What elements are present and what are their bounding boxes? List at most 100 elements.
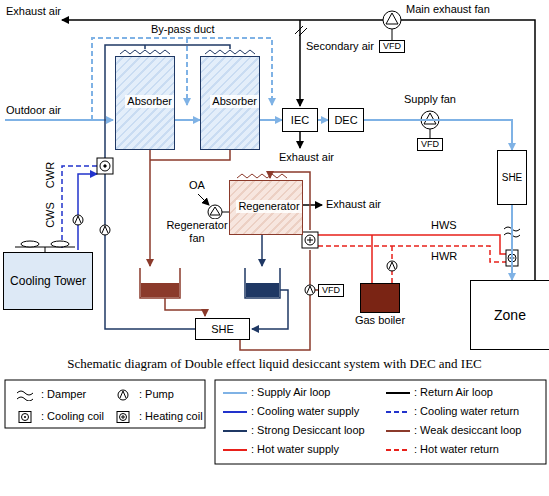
strong-desiccant-line xyxy=(144,45,146,49)
legend-swatch xyxy=(386,430,410,432)
legend-text: : Hot water supply xyxy=(251,443,339,456)
legend-text: : Damper xyxy=(41,388,86,401)
legend-symbol xyxy=(386,411,410,413)
weak-desiccant-line xyxy=(149,150,151,266)
node-text: VFD xyxy=(322,285,340,296)
supply-air-line xyxy=(5,119,113,121)
legend-swatch xyxy=(223,449,247,451)
legend-symbol xyxy=(110,411,136,423)
return-air-line xyxy=(295,26,307,36)
legend-text: : Weak desiccant loop xyxy=(414,424,521,437)
pump-symbol xyxy=(389,262,395,269)
supply-air-connector xyxy=(511,205,513,280)
text-label: Exhaust air xyxy=(5,5,62,18)
legend-text: : Strong Desiccant loop xyxy=(251,424,365,437)
regenerator-box: Regenerator xyxy=(229,180,302,235)
return-air-line xyxy=(299,132,301,148)
cooling-coil-symbol xyxy=(97,158,113,174)
spray-nozzle xyxy=(237,174,287,178)
legend-symbol xyxy=(12,411,38,423)
legend-text: : Pump xyxy=(139,388,174,401)
fan-symbol xyxy=(392,29,393,40)
pump-symbol xyxy=(73,215,83,225)
pump-symbol xyxy=(305,285,315,295)
heat-exchanger-box: SHE xyxy=(195,318,250,340)
text-label: HWR xyxy=(430,250,458,263)
text-label: CWR xyxy=(44,161,57,189)
pump-symbol xyxy=(387,261,397,271)
text-label: OA xyxy=(188,179,206,192)
supply-air-connector xyxy=(175,119,200,121)
fan-symbol xyxy=(210,207,220,215)
legend-swatch xyxy=(222,444,248,456)
supply-air-connector xyxy=(260,119,282,121)
legend-swatch xyxy=(223,411,247,413)
heating-coil-symbol xyxy=(305,235,315,245)
pump-symbol xyxy=(75,216,81,223)
text-label: Exhaust air xyxy=(325,198,382,211)
legend-swatch xyxy=(223,430,247,432)
return-air-line xyxy=(62,20,535,280)
legend-swatch xyxy=(222,387,248,399)
legend-symbol xyxy=(120,414,127,421)
spray-nozzle xyxy=(205,50,255,54)
text-label: Supply fan xyxy=(403,93,457,106)
legend-symbol xyxy=(117,412,129,423)
return-air-line xyxy=(198,194,209,205)
legend-frame xyxy=(215,380,546,464)
node-text: Absorber xyxy=(125,95,174,108)
legend-text: : Return Air loop xyxy=(414,386,493,399)
legend-swatch xyxy=(385,387,411,399)
text-label: CWS xyxy=(44,201,57,229)
node-text: Gas boiler xyxy=(355,314,405,327)
legend-swatch xyxy=(222,406,248,418)
node-text: Zone xyxy=(494,307,526,323)
text-label: Secondary air xyxy=(305,40,375,53)
desiccant-tank xyxy=(140,268,180,298)
legend-symbol xyxy=(110,389,136,401)
tower-fan xyxy=(15,241,75,252)
weak-desiccant-line xyxy=(240,250,310,350)
legend-symbol xyxy=(22,414,29,421)
spray-nozzle xyxy=(120,50,170,54)
node-text: Cooling Tower xyxy=(10,274,86,288)
weak-desiccant-line xyxy=(150,150,318,350)
hot-water-line xyxy=(318,235,506,283)
legend-frame xyxy=(5,380,205,428)
desiccant-tank xyxy=(246,283,279,297)
legend-symbol xyxy=(12,389,38,401)
return-air-line xyxy=(62,20,535,280)
node-text: Absorber xyxy=(210,95,259,108)
node-text: IEC xyxy=(291,114,309,127)
supply-air-line xyxy=(186,38,188,105)
text-label: Outdoor air xyxy=(5,104,62,117)
legend-symbol xyxy=(118,390,128,400)
weak-desiccant-line xyxy=(150,150,230,160)
legend-symbol xyxy=(120,391,126,398)
heating-coil-symbol xyxy=(510,256,515,261)
pump-symbol xyxy=(307,286,313,293)
text-label: HWS xyxy=(430,219,458,232)
text-label: Regenerator fan xyxy=(165,219,229,245)
node-text: SHE xyxy=(211,323,234,336)
strong-desiccant-line xyxy=(261,235,263,266)
legend-symbol xyxy=(17,391,33,401)
text-label: By-pass duct xyxy=(150,23,216,36)
legend-text: : Supply Air loop xyxy=(251,386,331,399)
desiccant-tank xyxy=(141,283,179,297)
legend-frame xyxy=(5,380,546,464)
damper-symbol xyxy=(504,227,520,237)
fan-symbol xyxy=(424,113,436,124)
legend-text: : Cooling coil xyxy=(41,410,104,423)
fan-symbol xyxy=(383,11,401,29)
pump-symbol xyxy=(102,226,108,233)
legend-text: : Cooling water return xyxy=(414,405,519,418)
legend-symbol xyxy=(24,416,26,418)
cooling-tower: Cooling Tower xyxy=(3,252,93,310)
desiccant-tank xyxy=(245,268,280,298)
cooling-coil-symbol xyxy=(104,165,106,167)
legend-swatch xyxy=(385,425,411,437)
text-label: Main exhaust fan xyxy=(405,3,491,16)
tower-fan xyxy=(51,241,69,247)
